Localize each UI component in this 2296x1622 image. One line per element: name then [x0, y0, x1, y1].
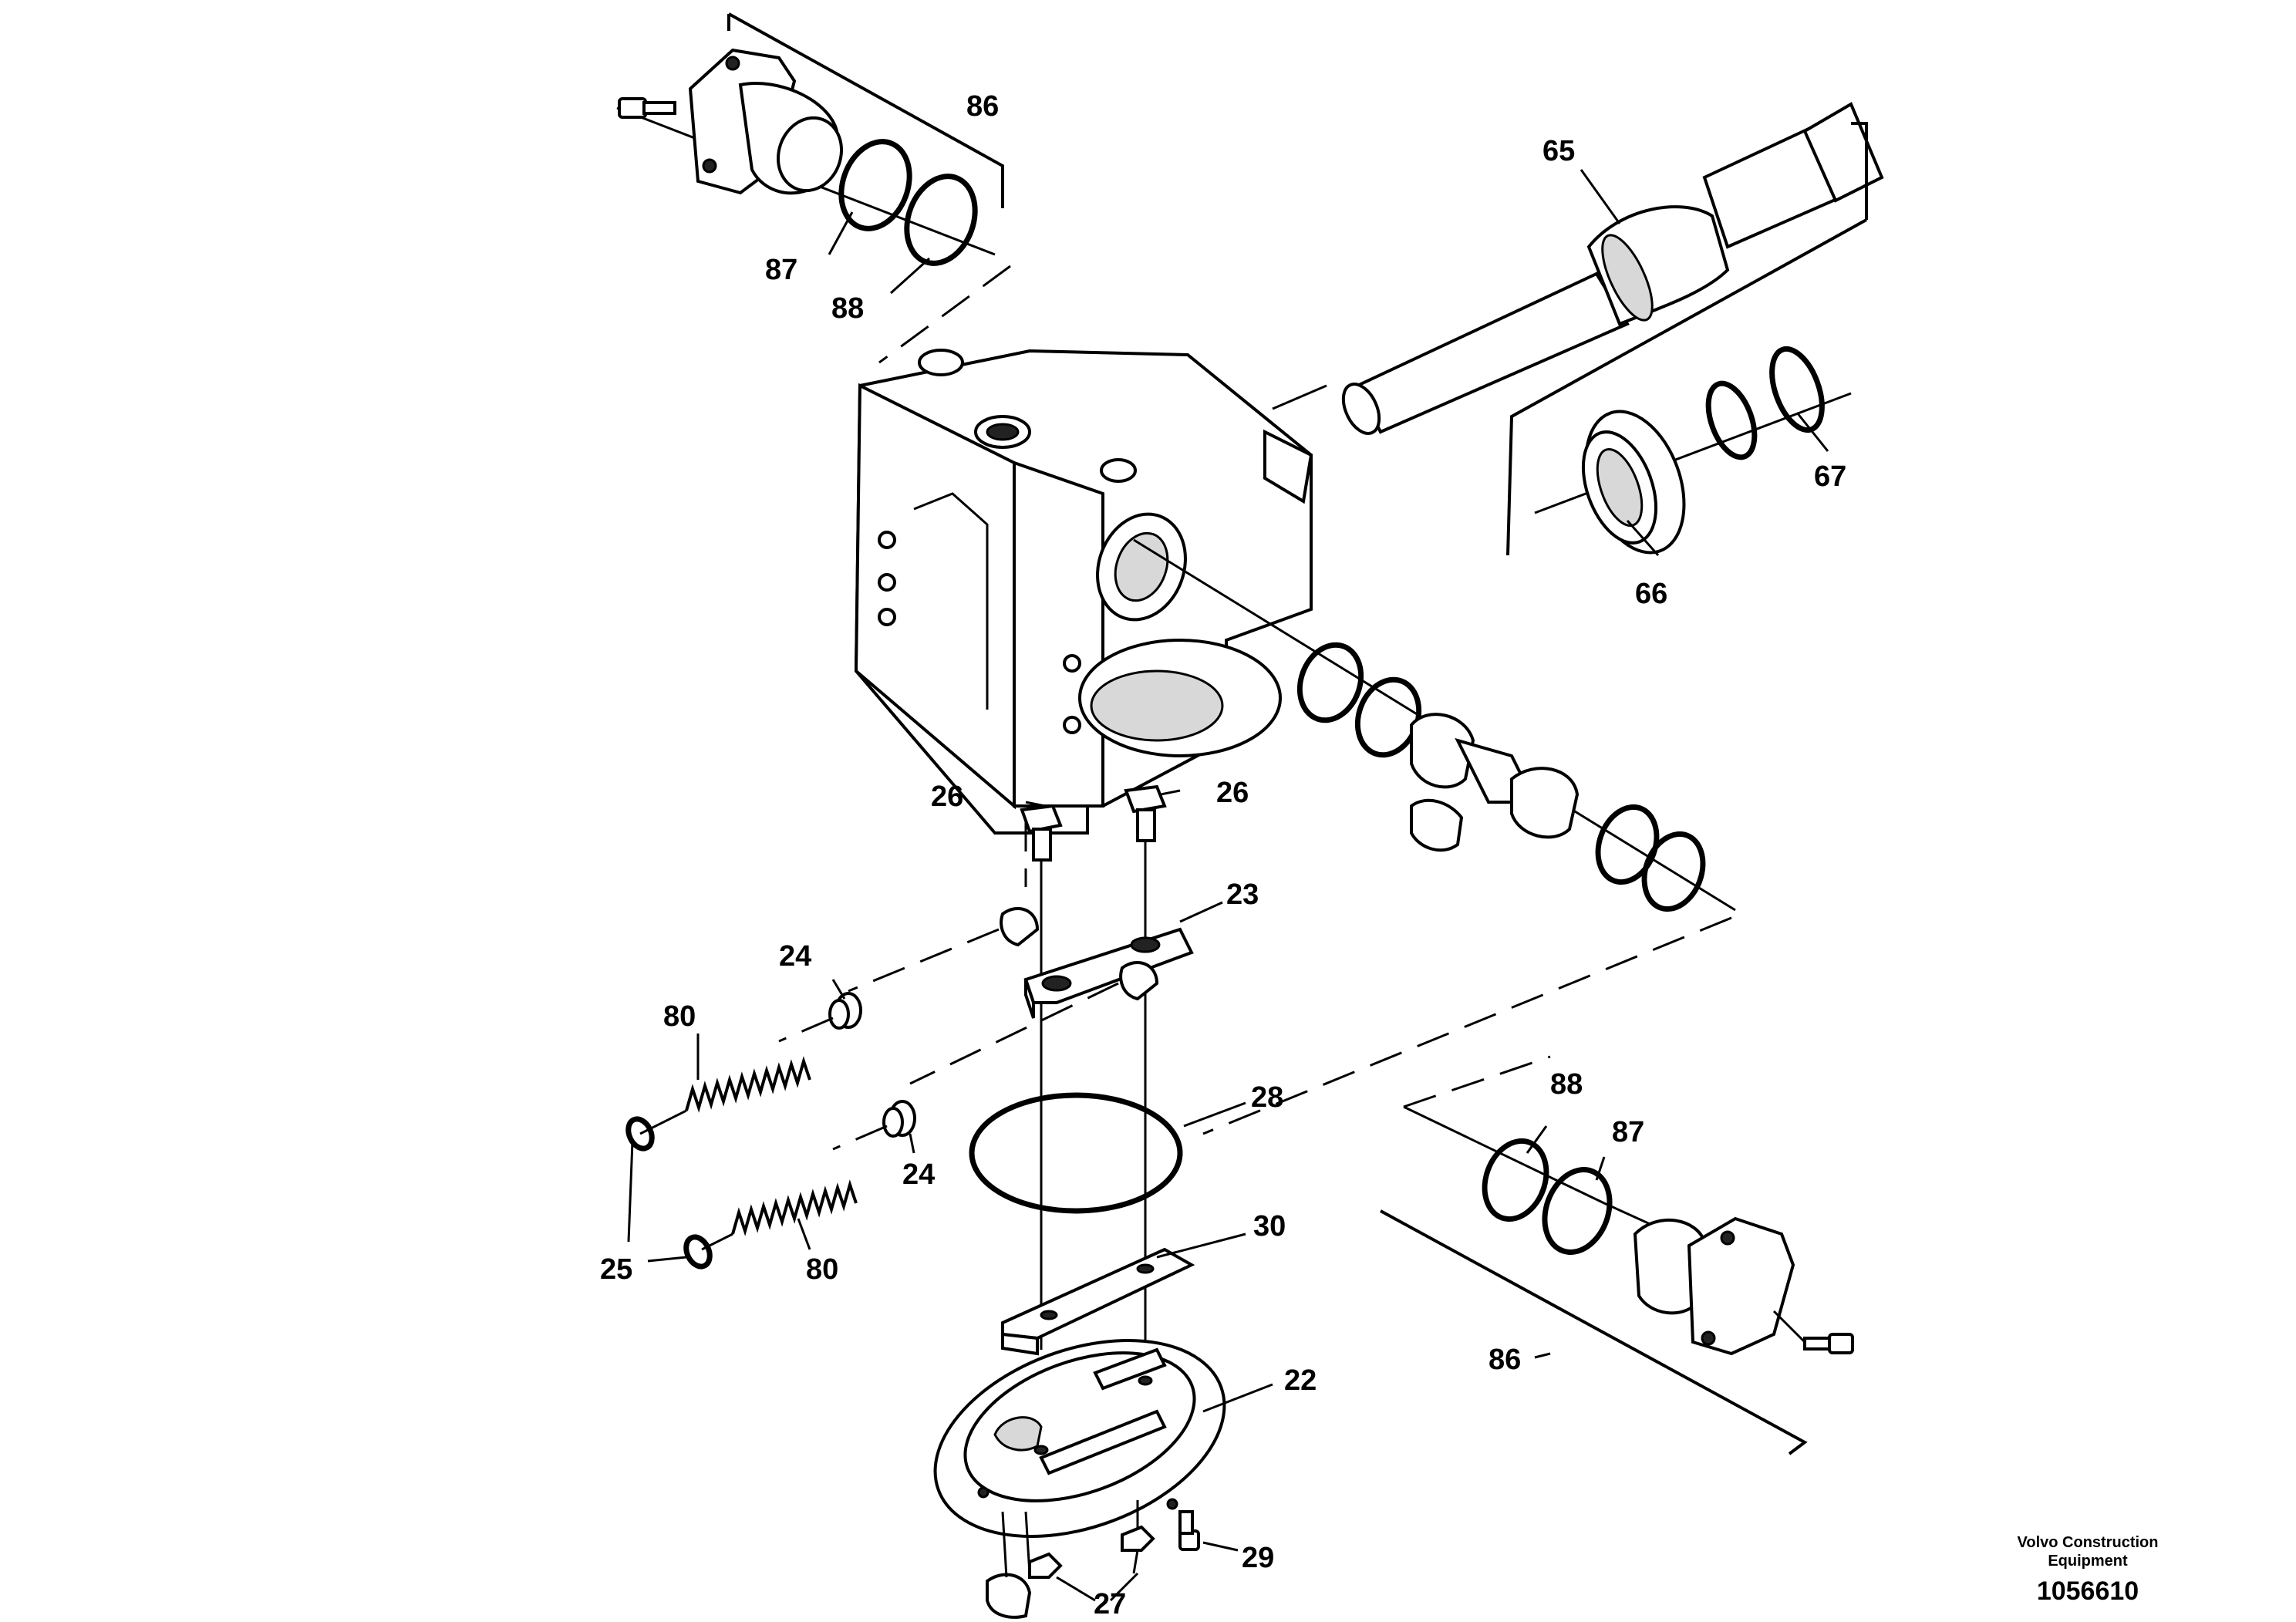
o-ring-87-bottom — [1542, 1167, 1613, 1255]
o-ring-88-bottom — [1482, 1138, 1549, 1222]
brand-line-1: Volvo Construction — [2017, 1534, 2159, 1551]
callout-88-top: 88 — [831, 292, 864, 325]
callout-24-top: 24 — [779, 940, 811, 973]
callout-25: 25 — [600, 1253, 632, 1286]
bracket-23 — [1000, 906, 1194, 1019]
washer-67a — [1705, 380, 1758, 460]
callout-28: 28 — [1251, 1081, 1283, 1114]
drawing-footer: Volvo Construction Equipment 1056610 — [1926, 1533, 2250, 1607]
drawing-number: 1056610 — [2036, 1576, 2139, 1606]
callout-87-bottom: 87 — [1612, 1116, 1644, 1148]
cover-assembly-top-left — [616, 12, 1011, 364]
spring-80-bottom — [731, 1179, 858, 1236]
slide-plate-30 — [1001, 1247, 1195, 1356]
ring-25-top — [625, 1116, 655, 1152]
bolt-bottom-right — [1803, 1333, 1854, 1354]
bolt-26-right — [1124, 784, 1167, 842]
callout-30: 30 — [1253, 1210, 1286, 1243]
callout-66: 66 — [1635, 578, 1667, 610]
cover-assembly-bottom-right — [1380, 1055, 1854, 1455]
nut-27-left — [1028, 1552, 1063, 1579]
callout-88-bottom: 88 — [1550, 1068, 1583, 1101]
bolt-top-left — [618, 97, 676, 119]
ring-25-bottom — [683, 1234, 713, 1270]
o-ring-28 — [969, 1092, 1183, 1214]
screw-29 — [1178, 1510, 1200, 1551]
o-ring-87-top — [838, 139, 912, 231]
callout-22: 22 — [1284, 1364, 1317, 1397]
cap-24-bottom — [882, 1100, 916, 1138]
callout-24-bottom: 24 — [902, 1158, 935, 1191]
bearing-66 — [1581, 410, 1686, 555]
callout-67: 67 — [1814, 460, 1846, 493]
brand-line-2: Equipment — [2048, 1553, 2128, 1570]
shaft-assembly — [1272, 102, 1884, 556]
callout-26-left: 26 — [931, 781, 963, 813]
callout-26-right: 26 — [1216, 777, 1249, 809]
spring-assembly — [625, 992, 916, 1270]
callout-labels: 86 87 88 65 67 66 26 26 23 24 80 28 24 2… — [600, 90, 1846, 1620]
callout-65: 65 — [1542, 135, 1575, 167]
plug-bottom — [986, 1511, 1032, 1619]
brand-label: Volvo Construction Equipment — [1926, 1533, 2250, 1570]
callout-27: 27 — [1094, 1588, 1126, 1620]
callout-80-top: 80 — [663, 1000, 696, 1033]
drive-shaft — [1341, 102, 1884, 435]
bottom-cover-22 — [933, 1339, 1226, 1574]
cap-24-top — [828, 992, 862, 1030]
callout-23: 23 — [1226, 878, 1259, 911]
cover-flange-top — [688, 48, 844, 195]
pump-housing — [854, 349, 1313, 835]
callout-29: 29 — [1242, 1542, 1274, 1574]
callout-87-top: 87 — [765, 254, 797, 286]
nut-27-right — [1121, 1525, 1155, 1574]
callout-80-bottom: 80 — [806, 1253, 838, 1286]
cover-flange-bottom — [1633, 1216, 1795, 1356]
callout-86-top: 86 — [966, 90, 999, 123]
callout-86-bottom: 86 — [1489, 1344, 1521, 1376]
leader-lines — [627, 169, 1621, 1602]
spring-80-top — [685, 1056, 811, 1113]
control-piston-assembly — [1024, 538, 1736, 1135]
